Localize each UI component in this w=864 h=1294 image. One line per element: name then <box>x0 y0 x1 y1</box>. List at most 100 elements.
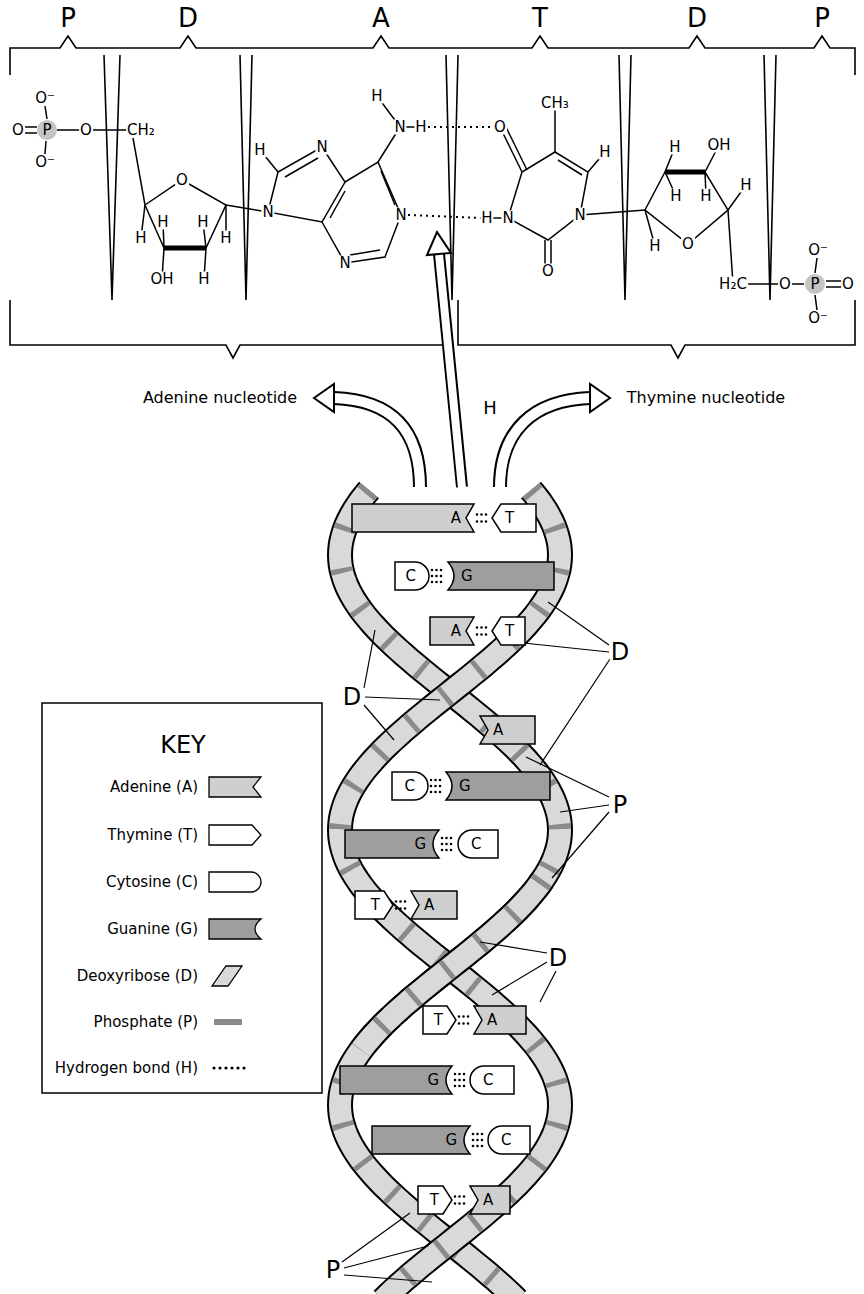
leader-line <box>492 962 547 995</box>
base-block: A <box>430 617 474 645</box>
chemical-bond <box>381 171 395 205</box>
outline-arrow <box>427 232 451 255</box>
hydrogen-bond <box>477 628 489 635</box>
dna-strand-front <box>340 490 560 1294</box>
legend-swatch <box>214 1019 242 1025</box>
atom-label: O <box>681 237 695 252</box>
bracket <box>10 300 446 358</box>
hydrogen-bond <box>455 1074 467 1086</box>
chemical-bond <box>645 172 728 244</box>
hydrogen-bond-dots <box>428 126 494 128</box>
legend-swatch <box>208 965 266 987</box>
leader-line <box>560 805 609 812</box>
base-shape <box>470 1186 510 1214</box>
base-block: T <box>418 1186 452 1214</box>
atom-label: N <box>338 256 351 271</box>
atom-label: N <box>573 208 586 223</box>
atom-label: H <box>598 145 611 160</box>
atom-label: O <box>11 123 25 138</box>
base-letter: G <box>414 837 426 852</box>
bracket-letter: P <box>59 5 77 31</box>
base-letter: A <box>493 723 503 738</box>
atom-label: OH <box>706 138 731 153</box>
leader-line <box>342 602 610 1282</box>
dna-strand-front <box>340 490 560 1294</box>
hydrogen-bond <box>455 1197 467 1204</box>
base-block: A <box>411 891 457 919</box>
base-shape <box>448 562 554 590</box>
dna-strand-back <box>340 490 560 1294</box>
leader-line <box>480 942 547 953</box>
atom-label: O⁻ <box>807 243 829 258</box>
callout-letter: D <box>342 685 362 709</box>
base-shape <box>395 562 429 590</box>
outline-arrow <box>439 254 462 488</box>
chemical-bond <box>23 96 843 310</box>
hydrogen-bond <box>396 902 408 909</box>
hydrogen-bond <box>455 1197 467 1204</box>
callout-letter: D <box>548 946 568 970</box>
atom-label: H <box>414 120 427 135</box>
bracket <box>10 36 855 75</box>
legend-text: Adenine (A) <box>110 780 198 795</box>
atom-label: H <box>480 211 493 226</box>
hydrogen-bond-dots <box>408 215 481 218</box>
chemical-bond <box>133 138 145 205</box>
atom-label: H <box>648 239 661 254</box>
bracket <box>10 36 855 358</box>
base-shape <box>411 891 457 919</box>
base-shape <box>355 891 393 919</box>
atom-label: H <box>196 215 209 230</box>
atom-label: O <box>778 277 792 292</box>
hydrogen-bond <box>477 515 489 522</box>
legend-swatch <box>230 1066 233 1069</box>
base-block: G <box>345 830 439 858</box>
legend-swatch <box>209 825 261 845</box>
hydrogen-bond <box>396 902 408 909</box>
outline-arrow <box>500 398 590 487</box>
atom-label: O <box>541 264 555 279</box>
outline-arrow <box>439 254 462 487</box>
leader-line <box>342 1213 410 1262</box>
base-shape <box>430 617 474 645</box>
legend-text: Deoxyribose (D) <box>77 969 198 984</box>
bracket <box>458 300 855 358</box>
hydrogen-bond <box>473 1134 485 1146</box>
leader-line <box>514 642 609 652</box>
legend-swatch <box>208 776 266 798</box>
base-shape <box>474 1006 526 1034</box>
atom-label: P <box>41 123 52 138</box>
atom-label: N <box>261 205 274 220</box>
bracket <box>240 55 252 300</box>
legend-title: KEY <box>159 733 207 757</box>
legend-swatch <box>208 871 266 893</box>
legend-swatch <box>209 872 261 892</box>
hydrogen-bond <box>431 780 443 792</box>
base-shape <box>492 504 536 532</box>
base-letter: T <box>505 624 514 639</box>
base-shape <box>470 1066 514 1094</box>
legend-text: Phosphate (P) <box>94 1015 198 1030</box>
base-shape <box>392 772 428 800</box>
legend-swatch <box>208 1057 266 1079</box>
base-letter: A <box>451 624 461 639</box>
base-block: C <box>392 772 428 800</box>
atom-label: H <box>156 215 169 230</box>
chemical-bond <box>350 250 380 255</box>
legend-text: Hydrogen bond (H) <box>55 1061 198 1076</box>
base-block: G <box>372 1126 470 1154</box>
part-label: H <box>482 399 498 417</box>
chemical-bond <box>285 158 318 177</box>
outline-arrow <box>314 232 610 488</box>
chemical-bond <box>145 180 226 248</box>
base-letter: G <box>461 569 473 584</box>
base-block: A <box>470 1186 510 1214</box>
base-block: T <box>492 504 536 532</box>
atom-label: H <box>668 140 681 155</box>
chemical-bond <box>23 126 37 128</box>
base-shape <box>488 1126 530 1154</box>
legend-swatch <box>212 1066 215 1069</box>
legend-swatch <box>242 1066 245 1069</box>
outline-arrow <box>334 398 420 487</box>
